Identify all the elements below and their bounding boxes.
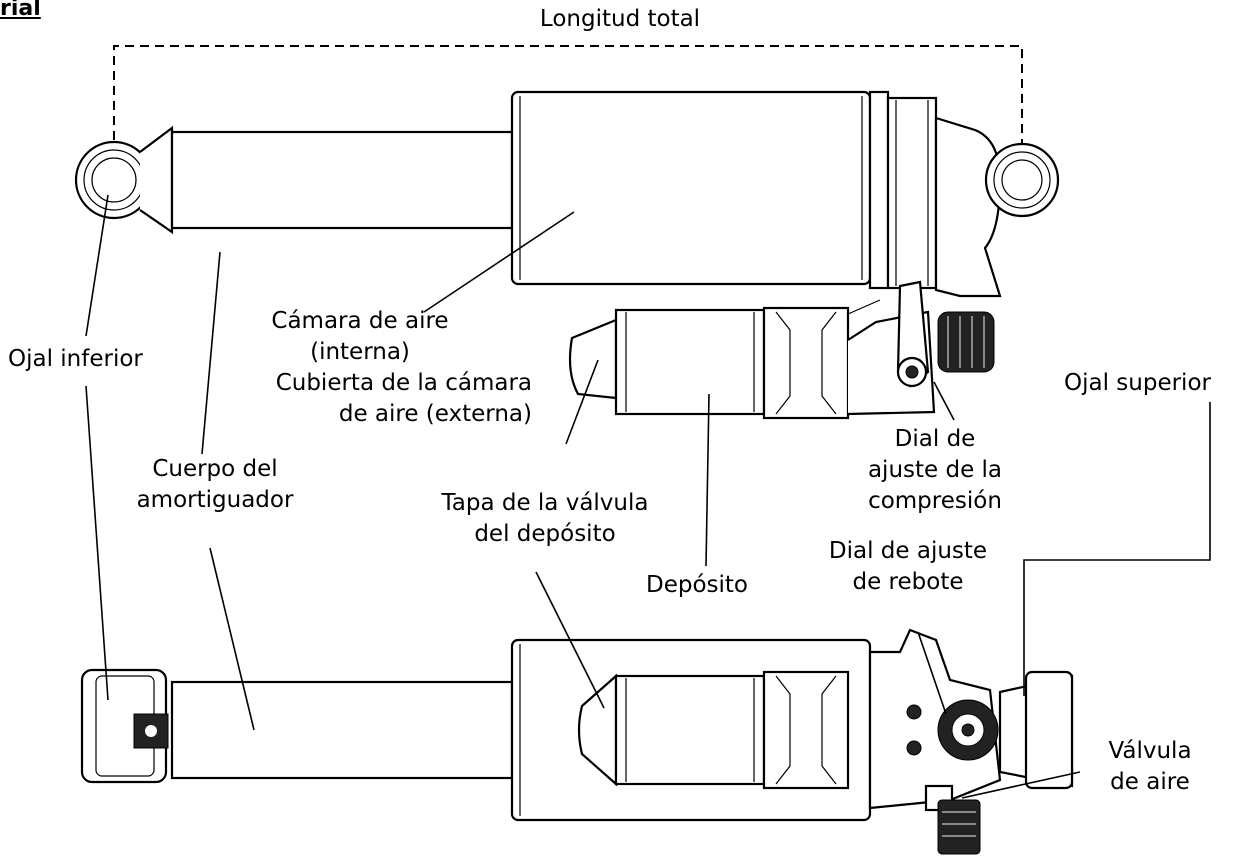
label-upper-eyelet: Ojal superior (1064, 370, 1211, 396)
label-compression-dial: Dial de ajuste de la compresión (867, 426, 1003, 514)
upper-eyelet-bottom (1024, 670, 1074, 790)
shock-body-bottom (170, 680, 514, 780)
reservoir-bottom (614, 674, 766, 786)
air-valve-cap (937, 799, 981, 855)
label-rebound-dial: Dial de ajuste de rebote (828, 538, 988, 595)
reservoir-cap-bottom (577, 673, 618, 787)
shock-body-top (170, 130, 514, 230)
label-air-can: Cubierta de la cámara de aire (externa) (275, 370, 532, 427)
label-reservoir-cap: Tapa de la válvula del depósito (441, 490, 649, 547)
label-reservoir: Depósito (646, 572, 748, 598)
label-overall-length: Longitud total (539, 6, 701, 32)
air-can-top (510, 90, 872, 286)
label-lower-eyelet: Ojal inferior (8, 346, 143, 372)
label-air-chamber: Cámara de aire (interna) (271, 308, 449, 365)
reservoir-cap-top (568, 318, 618, 400)
leader-lines (85, 194, 1211, 799)
rebound-knob-top (937, 311, 995, 373)
reservoir-top (614, 308, 766, 416)
label-shock-body: Cuerpo del amortiguador (136, 456, 294, 513)
page-title: rial (0, 0, 41, 21)
shock-top-view (74, 90, 1060, 420)
label-air-valve: Válvula de aire (1108, 738, 1192, 795)
upper-eyelet-top (984, 142, 1060, 218)
shock-bottom-view (80, 628, 1074, 855)
overall-length-dimension (113, 45, 1023, 170)
